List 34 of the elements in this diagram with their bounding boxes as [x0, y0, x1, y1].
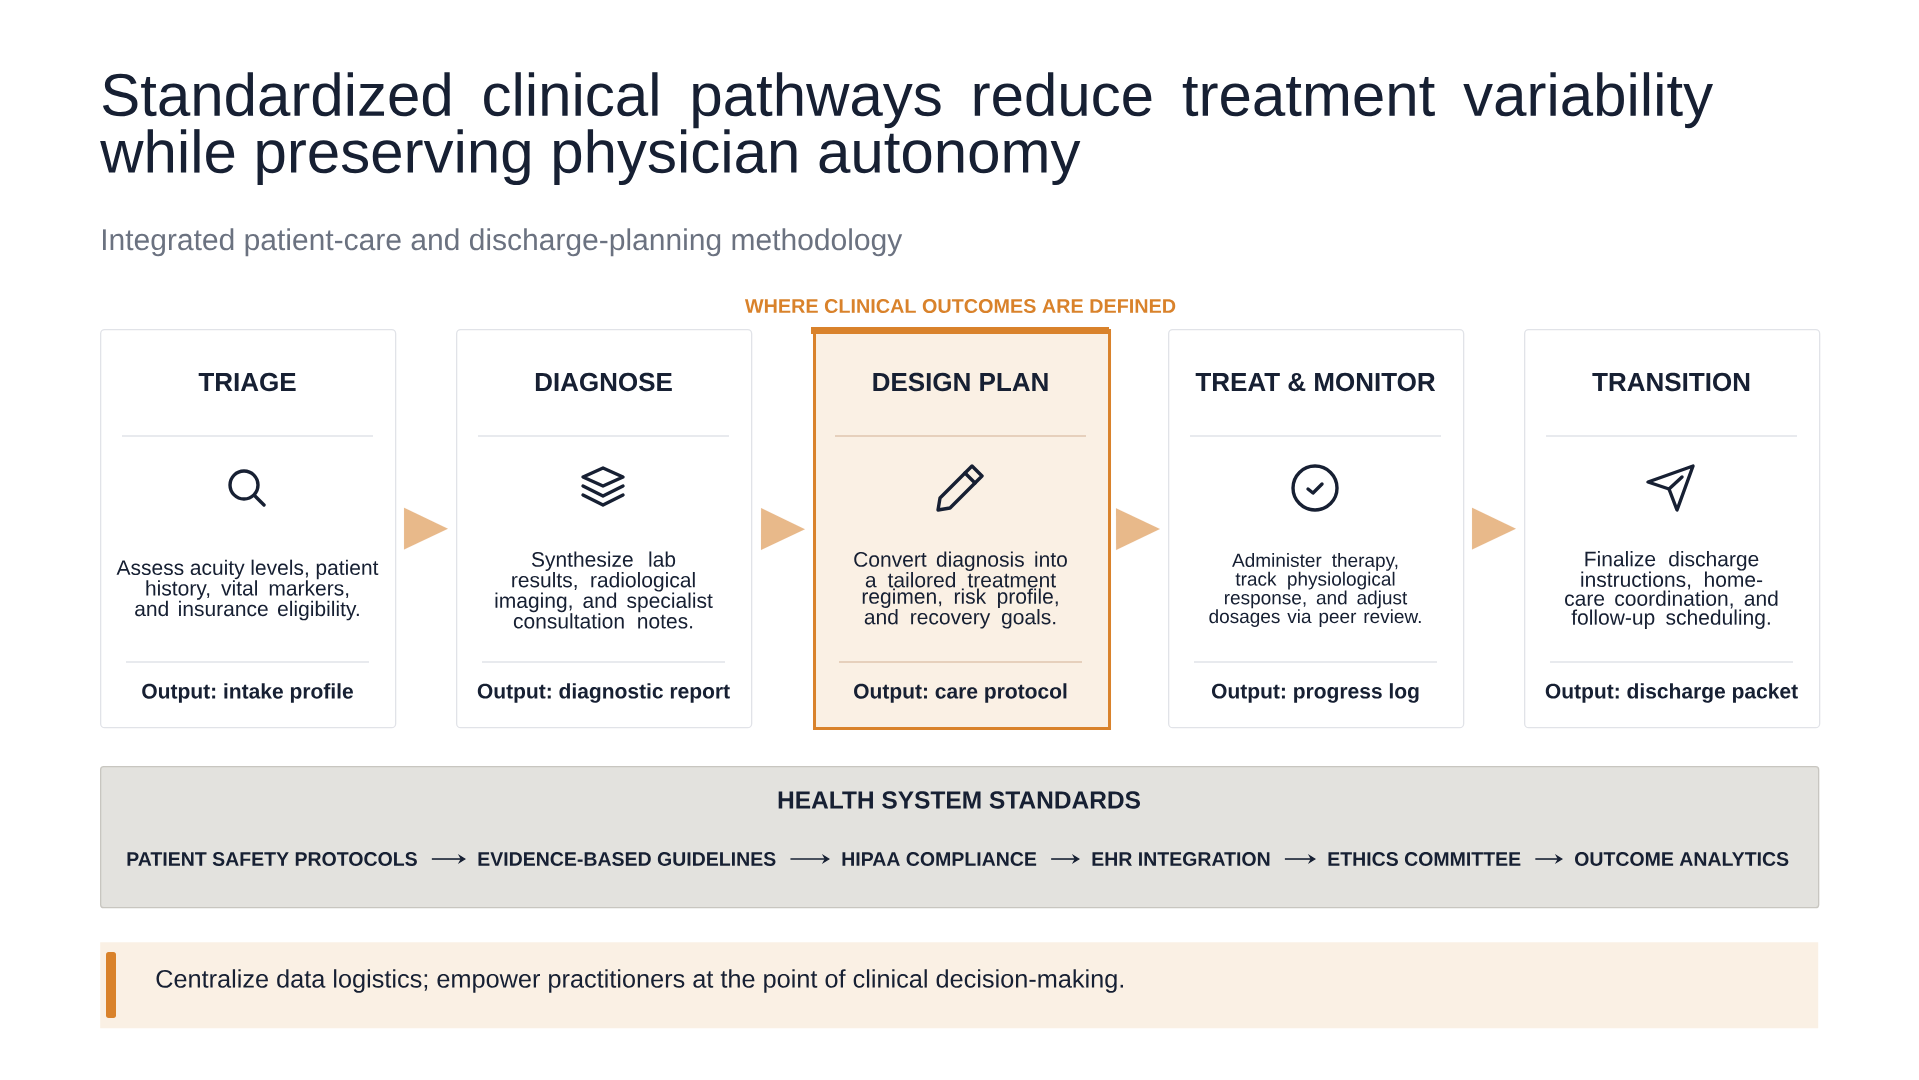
- subtitle: Integrated patient-care and discharge-planning methodology: [103, 228, 903, 257]
- card-output: Output: care protocol: [854, 683, 1067, 703]
- step-card: [811, 327, 1111, 730]
- flow-arrow: [1115, 508, 1160, 551]
- title: Standardized clinical pathways reduce treatment variability while preserving physician autonomy: [100, 72, 1713, 186]
- card-description: Administer therapy, track physiological response, and adjust dosages via peer review.: [1209, 553, 1421, 627]
- card-output: Output: progress log: [1211, 683, 1419, 703]
- card-description: Finalize discharge instructions, home-care coordination, and follow-up scheduling.: [1565, 551, 1778, 629]
- card-title: TREAT & MONITOR: [1195, 372, 1436, 392]
- standard-item: EHR INTEGRATION: [1092, 852, 1270, 866]
- highlight-label: WHERE CLINICAL OUTCOMES ARE DEFINED: [744, 299, 1176, 313]
- standard-item: ETHICS COMMITTEE: [1328, 852, 1521, 866]
- step-card: [100, 329, 397, 729]
- card-output: Output: diagnostic report: [477, 683, 730, 703]
- standard-item: EVIDENCE-BASED GUIDELINES: [478, 852, 776, 866]
- card-title: DIAGNOSE: [535, 372, 672, 392]
- flow-arrow: [760, 508, 805, 550]
- card-description: Synthesize lab results, radiological imaging, and specialist consultation notes.: [495, 551, 713, 629]
- standard-item: PATIENT SAFETY PROTOCOLS: [127, 852, 417, 866]
- step-card: [456, 329, 753, 729]
- card-title: TRANSITION: [1592, 372, 1750, 392]
- callout-box: Centralize data logistics; empower practitioners at the point of clinical decision-making.: [100, 942, 1819, 1029]
- card-description: Convert diagnosis into a tailored treatment regimen, risk profile, and recovery goals.: [854, 551, 1067, 629]
- card-title: DESIGN PLAN: [873, 372, 1048, 392]
- card-output: Output: discharge packet: [1545, 683, 1798, 703]
- standard-item: OUTCOME ANALYTICS: [1575, 852, 1789, 866]
- step-card: [1168, 329, 1465, 729]
- card-description: Assess acuity levels, patient history, vital markers, and insurance eligibility.: [116, 559, 379, 621]
- flow-arrow: [403, 507, 448, 550]
- card-title: TRIAGE: [198, 372, 296, 392]
- step-card: [1524, 329, 1821, 729]
- card-output: Output: intake profile: [142, 683, 353, 703]
- flow-arrow: [1472, 507, 1516, 550]
- standard-item: HIPAA COMPLIANCE: [842, 852, 1037, 866]
